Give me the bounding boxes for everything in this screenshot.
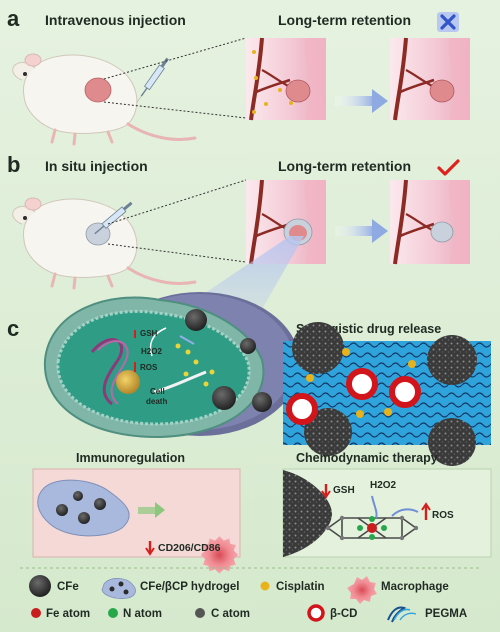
cross-icon [437,12,459,32]
panel-b-left-title: In situ injection [45,158,148,174]
chemo-gsh-label: GSH [333,485,355,496]
chemo-ros-label: ROS [432,510,454,521]
legend-hydrogel: CFe/βCP hydrogel [140,581,239,593]
c-atom-icon [195,608,205,618]
zoom-line [107,179,247,225]
arrow-right-icon [335,219,388,243]
tissue-after-a [390,37,470,121]
cell-ros-label: ROS [140,363,158,372]
panel-b-letter: b [7,152,20,177]
legend-beta-cd: β-CD [330,608,357,620]
immuno-marker: CD206/CD86 [158,542,221,554]
legend-pegma: PEGMA [425,608,467,620]
n-atom-icon [108,608,118,618]
panel-c: c [7,292,492,574]
check-icon [437,159,460,176]
panel-c-letter: c [7,316,19,341]
panel-b-right-title: Long-term retention [278,158,411,174]
legend-cisplatin: Cisplatin [276,581,325,593]
syringe-icon [94,201,133,235]
chemodynamic-box: GSH H2O2 ROS [282,468,492,558]
hydrogel-icon [101,577,136,599]
legend: CFe CFe/βCP hydrogel Cisplatin Macrophag… [29,575,467,623]
cancer-cell-illustration: GSH H2O2 ROS Cell death [43,292,300,439]
cisplatin-icon [260,581,270,591]
arrow-right-icon [335,89,388,113]
cell-death-label-2: death [146,397,167,406]
panel-a-left-title: Intravenous injection [45,12,186,28]
legend-cfe: CFe [57,581,79,593]
macrophage-icon [347,576,377,604]
immuno-title: Immunoregulation [76,451,185,465]
panel-a: a Intravenous injection Long-term retent… [7,6,470,146]
syringe-icon [136,57,169,103]
tissue-before-a [246,37,326,121]
legend-c-atom: C atom [211,608,250,620]
zoom-line [107,243,247,263]
chemo-title: Chemodynamic therapy [296,451,438,465]
cell-death-label-1: Cell [150,387,165,396]
cfe-icon [29,575,51,597]
panel-a-right-title: Long-term retention [278,12,411,28]
fe-atom-icon [31,608,41,618]
pegma-icon [387,606,417,623]
cell-gsh-label: GSH [140,329,158,338]
arrow-right-icon [138,507,156,514]
rat-illustration [12,53,197,146]
legend-n-atom: N atom [123,608,162,620]
legend-fe-atom: Fe atom [46,608,90,620]
legend-macrophage: Macrophage [381,581,449,593]
panel-a-letter: a [7,6,20,31]
chemo-h2o2-label: H2O2 [370,480,397,491]
cell-h2o2-label: H2O2 [141,347,162,356]
immunoregulation-box: CD206/CD86 [32,468,241,574]
tissue-after-b [390,179,470,265]
beta-cd-icon [307,604,325,622]
hydrogel-network-illustration [283,322,491,466]
zoom-line [103,37,247,80]
